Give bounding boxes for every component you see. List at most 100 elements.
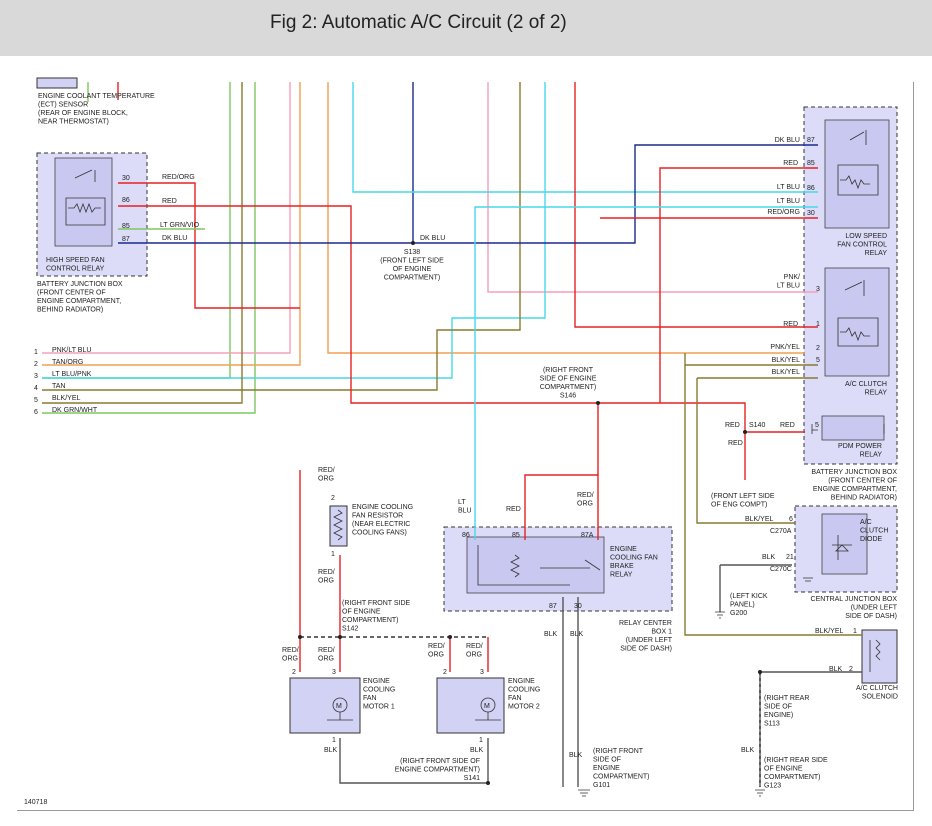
diagram-frame [17, 82, 914, 811]
pin-hs-86: 86 [122, 197, 130, 204]
wire-ls-30: RED/ORG [767, 209, 800, 216]
figure-id: 140718 [24, 799, 47, 806]
pin-hs-85: 85 [122, 223, 130, 230]
connector-pin-2: 2 [34, 361, 38, 368]
wire-s140-left: RED [725, 422, 740, 429]
brake-relay-body [466, 536, 605, 594]
ac-diode-body [821, 513, 868, 575]
wire-m1-blk: BLK [324, 747, 338, 754]
pin-m2-2: 2 [443, 669, 447, 676]
wire-resistor-top: RED/ORG [318, 467, 335, 483]
wire-resistor-bottom: RED/ORG [318, 569, 335, 585]
pdm-symbol [811, 424, 885, 434]
wire-g123-blk: BLK [741, 747, 755, 754]
wire-rcb-85: RED [506, 506, 521, 513]
pin-ac-5: 5 [816, 357, 820, 364]
conn-c270a: C270A [770, 528, 792, 535]
connector-pin-6: 6 [34, 409, 38, 416]
ect-sensor-body [36, 77, 78, 89]
connector-wire-2: TAN/ORG [52, 359, 83, 366]
pin-m1-3: 3 [332, 669, 336, 676]
pin-hs-87: 87 [122, 236, 130, 243]
connector-wire-4: TAN [52, 383, 65, 390]
fan-resistor-body [329, 505, 348, 547]
pin-rcb-85: 85 [512, 532, 520, 539]
connector-wire-5: BLK/YEL [52, 395, 81, 402]
wire-s140-down: RED [728, 440, 743, 447]
pin-sol-2: 2 [849, 666, 853, 673]
wire-rcb-blk1: BLK [544, 631, 558, 638]
connector-wire-1: PNK/LT BLU [52, 347, 91, 354]
splice-s140: S140 [749, 422, 765, 429]
wire-ls-86b: LT BLU [777, 198, 800, 205]
pin-ls-30: 30 [807, 210, 815, 217]
wire-rcb-87a: RED/ORG [577, 492, 594, 508]
high-speed-fan-relay-body [54, 157, 113, 247]
connector-pin-4: 4 [34, 385, 38, 392]
connector-pin-1: 1 [34, 349, 38, 356]
wire-m2-blk: BLK [470, 747, 484, 754]
wire-ls-87: DK BLU [775, 137, 800, 144]
wire-s138-dkblu: DK BLU [420, 235, 445, 242]
pin-resistor-1: 1 [331, 551, 335, 558]
ac-solenoid-body [861, 629, 898, 684]
wire-hs-86: RED [162, 198, 177, 205]
wire-m1-3: RED/ORG [318, 647, 335, 663]
motor-1-m: M [336, 703, 342, 710]
connector-wire-6: DK GRN/WHT [52, 407, 98, 414]
pin-ac-2: 2 [816, 345, 820, 352]
pin-rcb-30: 30 [574, 603, 582, 610]
page-title: Fig 2: Automatic A/C Circuit (2 of 2) [270, 12, 567, 33]
wire-m1-2: RED/ORG [282, 647, 299, 663]
pin-resistor-2: 2 [331, 495, 335, 502]
fan-motor-2-body [436, 677, 505, 734]
ls-relay-coil [837, 164, 879, 196]
wire-ls-85: RED [783, 160, 798, 167]
wire-ac-2: PNK/YEL [770, 344, 800, 351]
wire-ac-3: PNK/LT BLU [777, 274, 800, 290]
pin-m1-2: 2 [292, 669, 296, 676]
wire-cjb-6: BLK/YEL [745, 516, 774, 523]
connector-pin-3: 3 [34, 373, 38, 380]
pin-ls-85: 85 [807, 160, 815, 167]
fan-motor-1-body [289, 677, 361, 734]
ls-relay-switch [849, 130, 867, 145]
motor-mounts [327, 712, 501, 721]
pin-ac-1: 1 [816, 321, 820, 328]
hs-relay-coil [65, 197, 106, 226]
ac-relay-switch [844, 280, 865, 296]
conn-c270c: C270C [770, 566, 792, 573]
connector-pin-5: 5 [34, 397, 38, 404]
pin-m1-1: 1 [332, 737, 336, 744]
pin-rcb-86: 86 [462, 532, 470, 539]
pin-hs-30: 30 [122, 175, 130, 182]
wire-cjb-21: BLK [762, 554, 776, 561]
pin-m2-1: 1 [479, 737, 483, 744]
wire-s140-right: RED [780, 422, 795, 429]
wire-ac-5: BLK/YEL [772, 357, 801, 364]
hs-relay-switch [74, 169, 96, 182]
pdm-relay-body [821, 415, 885, 441]
pin-ls-86: 86 [807, 185, 815, 192]
wire-hs-85: LT GRN/VIO [160, 222, 200, 229]
pin-ls-87: 87 [807, 137, 815, 144]
resistor-symbol [333, 509, 343, 541]
wire-hs-30: RED/ORG [162, 174, 195, 181]
wire-rcb-blk2: BLK [570, 631, 584, 638]
ect-label: ENGINE COOLANT TEMPERATURE(ECT) SENSOR(R… [38, 93, 155, 126]
